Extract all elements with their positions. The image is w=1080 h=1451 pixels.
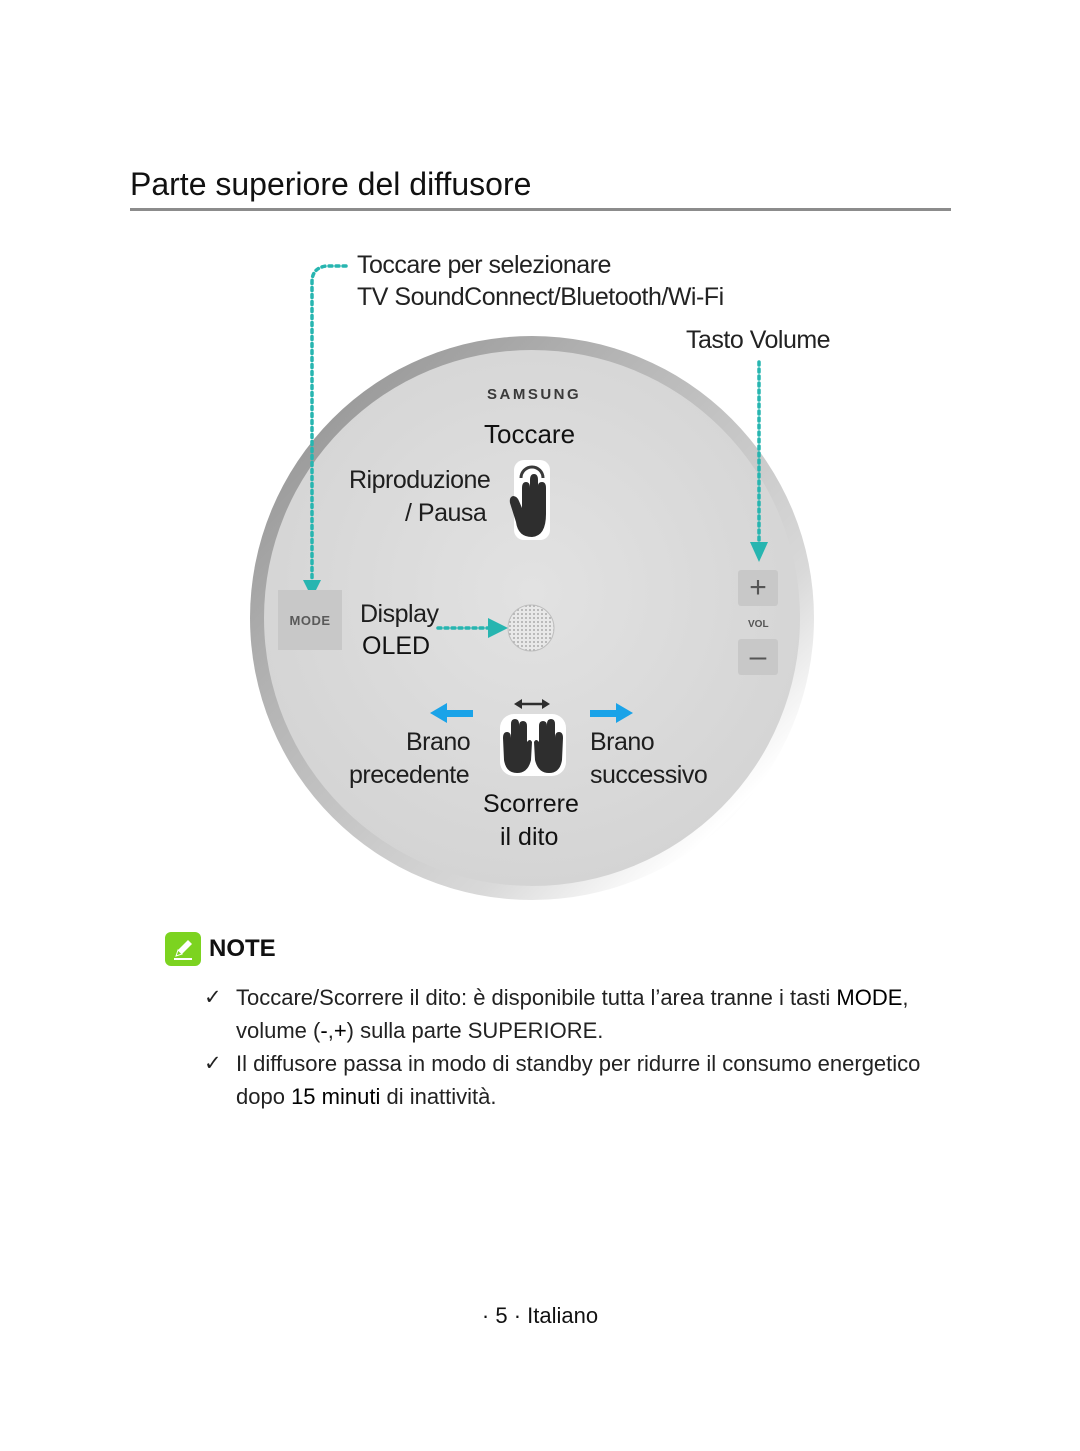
note-item: ✓ Toccare/Scorrere il dito: è disponibil… (204, 981, 964, 1047)
previous-track-arrow (430, 703, 473, 723)
mode-button[interactable]: MODE (278, 590, 342, 650)
check-icon: ✓ (204, 1051, 222, 1075)
samsung-logo: SAMSUNG (487, 386, 582, 403)
volume-down-button[interactable]: – (738, 639, 778, 675)
oled-display (507, 604, 555, 652)
mode-callout-line2: TV SoundConnect/Bluetooth/Wi-Fi (357, 283, 724, 311)
mode-callout-arrowhead (303, 580, 321, 598)
swipe-hands-icon (500, 699, 566, 776)
swipe-label-line1: Scorrere (483, 790, 579, 818)
page-footer: · 5 · Italiano (481, 1303, 599, 1328)
swipe-label-line2: il dito (500, 823, 559, 851)
note-item-text: Toccare/Scorrere il dito: è disponibile … (236, 985, 909, 1043)
tap-hand-icon (509, 460, 550, 540)
volume-label: VOL (748, 619, 769, 630)
previous-track-line1: Brano (406, 728, 471, 756)
note-item-text: Il diffusore passa in modo di standby pe… (236, 1051, 921, 1109)
display-label-line1: Display (360, 600, 439, 628)
note-item: ✓ Il diffusore passa in modo di standby … (204, 1047, 964, 1113)
tap-heading: Toccare (484, 419, 576, 449)
volume-up-button[interactable]: + (738, 570, 778, 606)
next-track-line2: successivo (590, 761, 708, 789)
check-icon: ✓ (204, 985, 222, 1009)
mode-callout-line1: Toccare per selezionare (357, 251, 611, 279)
next-track-arrow (590, 703, 633, 723)
note-heading: NOTE (209, 935, 276, 962)
play-label-line2: / Pausa (405, 499, 487, 527)
mode-callout-line (310, 264, 348, 582)
display-label-line2: OLED (362, 632, 431, 660)
next-track-line1: Brano (590, 728, 655, 756)
page-title: Parte superiore del diffusore (130, 166, 532, 202)
previous-track-line2: precedente (349, 761, 470, 789)
display-callout-arrowhead (488, 618, 508, 638)
title-underline (130, 208, 951, 211)
note-pencil-icon (165, 932, 201, 966)
volume-callout-label: Tasto Volume (686, 326, 831, 354)
volume-callout-arrowhead (750, 542, 768, 562)
play-label-line1: Riproduzione (349, 466, 491, 494)
